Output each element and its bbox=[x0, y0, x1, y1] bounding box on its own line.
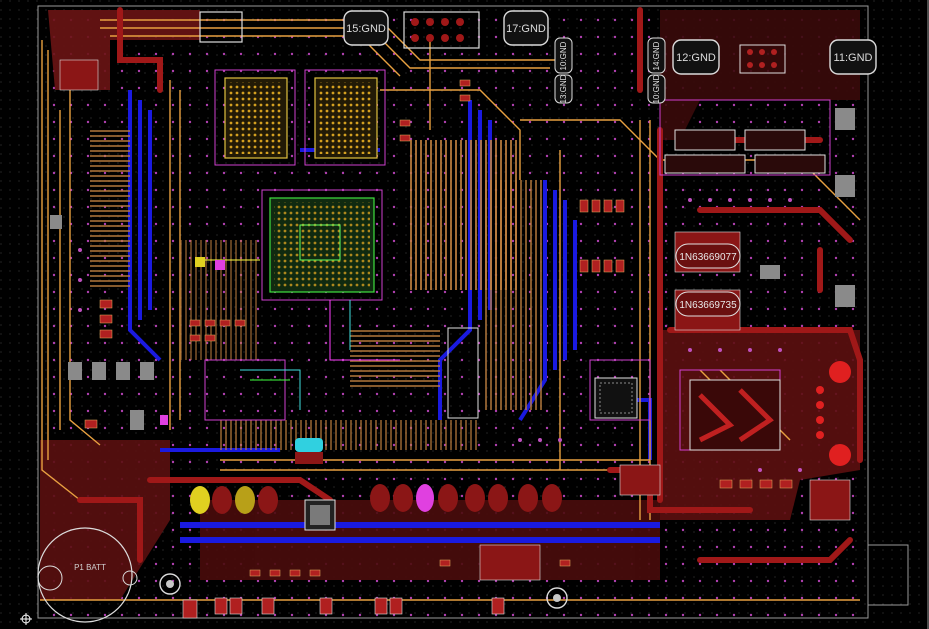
svg-text:1N63669735: 1N63669735 bbox=[679, 300, 737, 311]
gnd-test-pad-1: 15:GND bbox=[343, 10, 389, 46]
bottom-connector-pins bbox=[182, 597, 505, 619]
vertical-gnd-pad-1: 10:GND bbox=[554, 37, 573, 74]
vertical-gnd-pad-4: 10:GND bbox=[647, 74, 666, 104]
battery-holder: P1 BATT bbox=[37, 527, 138, 623]
svg-text:14:GND: 14:GND bbox=[652, 41, 661, 70]
grey-pads bbox=[50, 108, 855, 430]
power-pads bbox=[190, 438, 562, 514]
crosshair-icon bbox=[20, 613, 32, 625]
svg-text:12:GND: 12:GND bbox=[676, 52, 716, 64]
transistor-2: 1N63669735 bbox=[675, 291, 741, 317]
gnd-test-pad-3: 12:GND bbox=[672, 39, 720, 75]
svg-text:13:GND: 13:GND bbox=[559, 74, 568, 103]
svg-text:P1 BATT: P1 BATT bbox=[74, 563, 106, 572]
svg-text:11:GND: 11:GND bbox=[834, 52, 873, 64]
gnd-test-pad-2: 17:GND bbox=[503, 10, 549, 46]
svg-text:10:GND: 10:GND bbox=[559, 41, 568, 70]
vias bbox=[78, 198, 802, 472]
svg-text:17:GND: 17:GND bbox=[506, 23, 546, 35]
top-header-connector bbox=[199, 11, 786, 74]
smd-components bbox=[84, 79, 793, 577]
mounting-holes bbox=[159, 361, 851, 609]
bga-chip-1 bbox=[224, 77, 288, 159]
ic-packages bbox=[304, 129, 826, 531]
bga-chip-2 bbox=[314, 77, 378, 159]
vertical-gnd-pad-3: 14:GND bbox=[647, 37, 666, 74]
svg-text:1N63669077: 1N63669077 bbox=[679, 252, 737, 263]
svg-text:10:GND: 10:GND bbox=[652, 74, 661, 103]
gnd-test-pad-4: 11:GND bbox=[829, 39, 877, 75]
vertical-gnd-pad-2: 13:GND bbox=[554, 74, 573, 104]
svg-text:15:GND: 15:GND bbox=[346, 23, 386, 35]
transistor-1: 1N63669077 bbox=[675, 243, 741, 269]
bga-processor bbox=[269, 197, 375, 293]
colored-nets bbox=[160, 257, 400, 425]
